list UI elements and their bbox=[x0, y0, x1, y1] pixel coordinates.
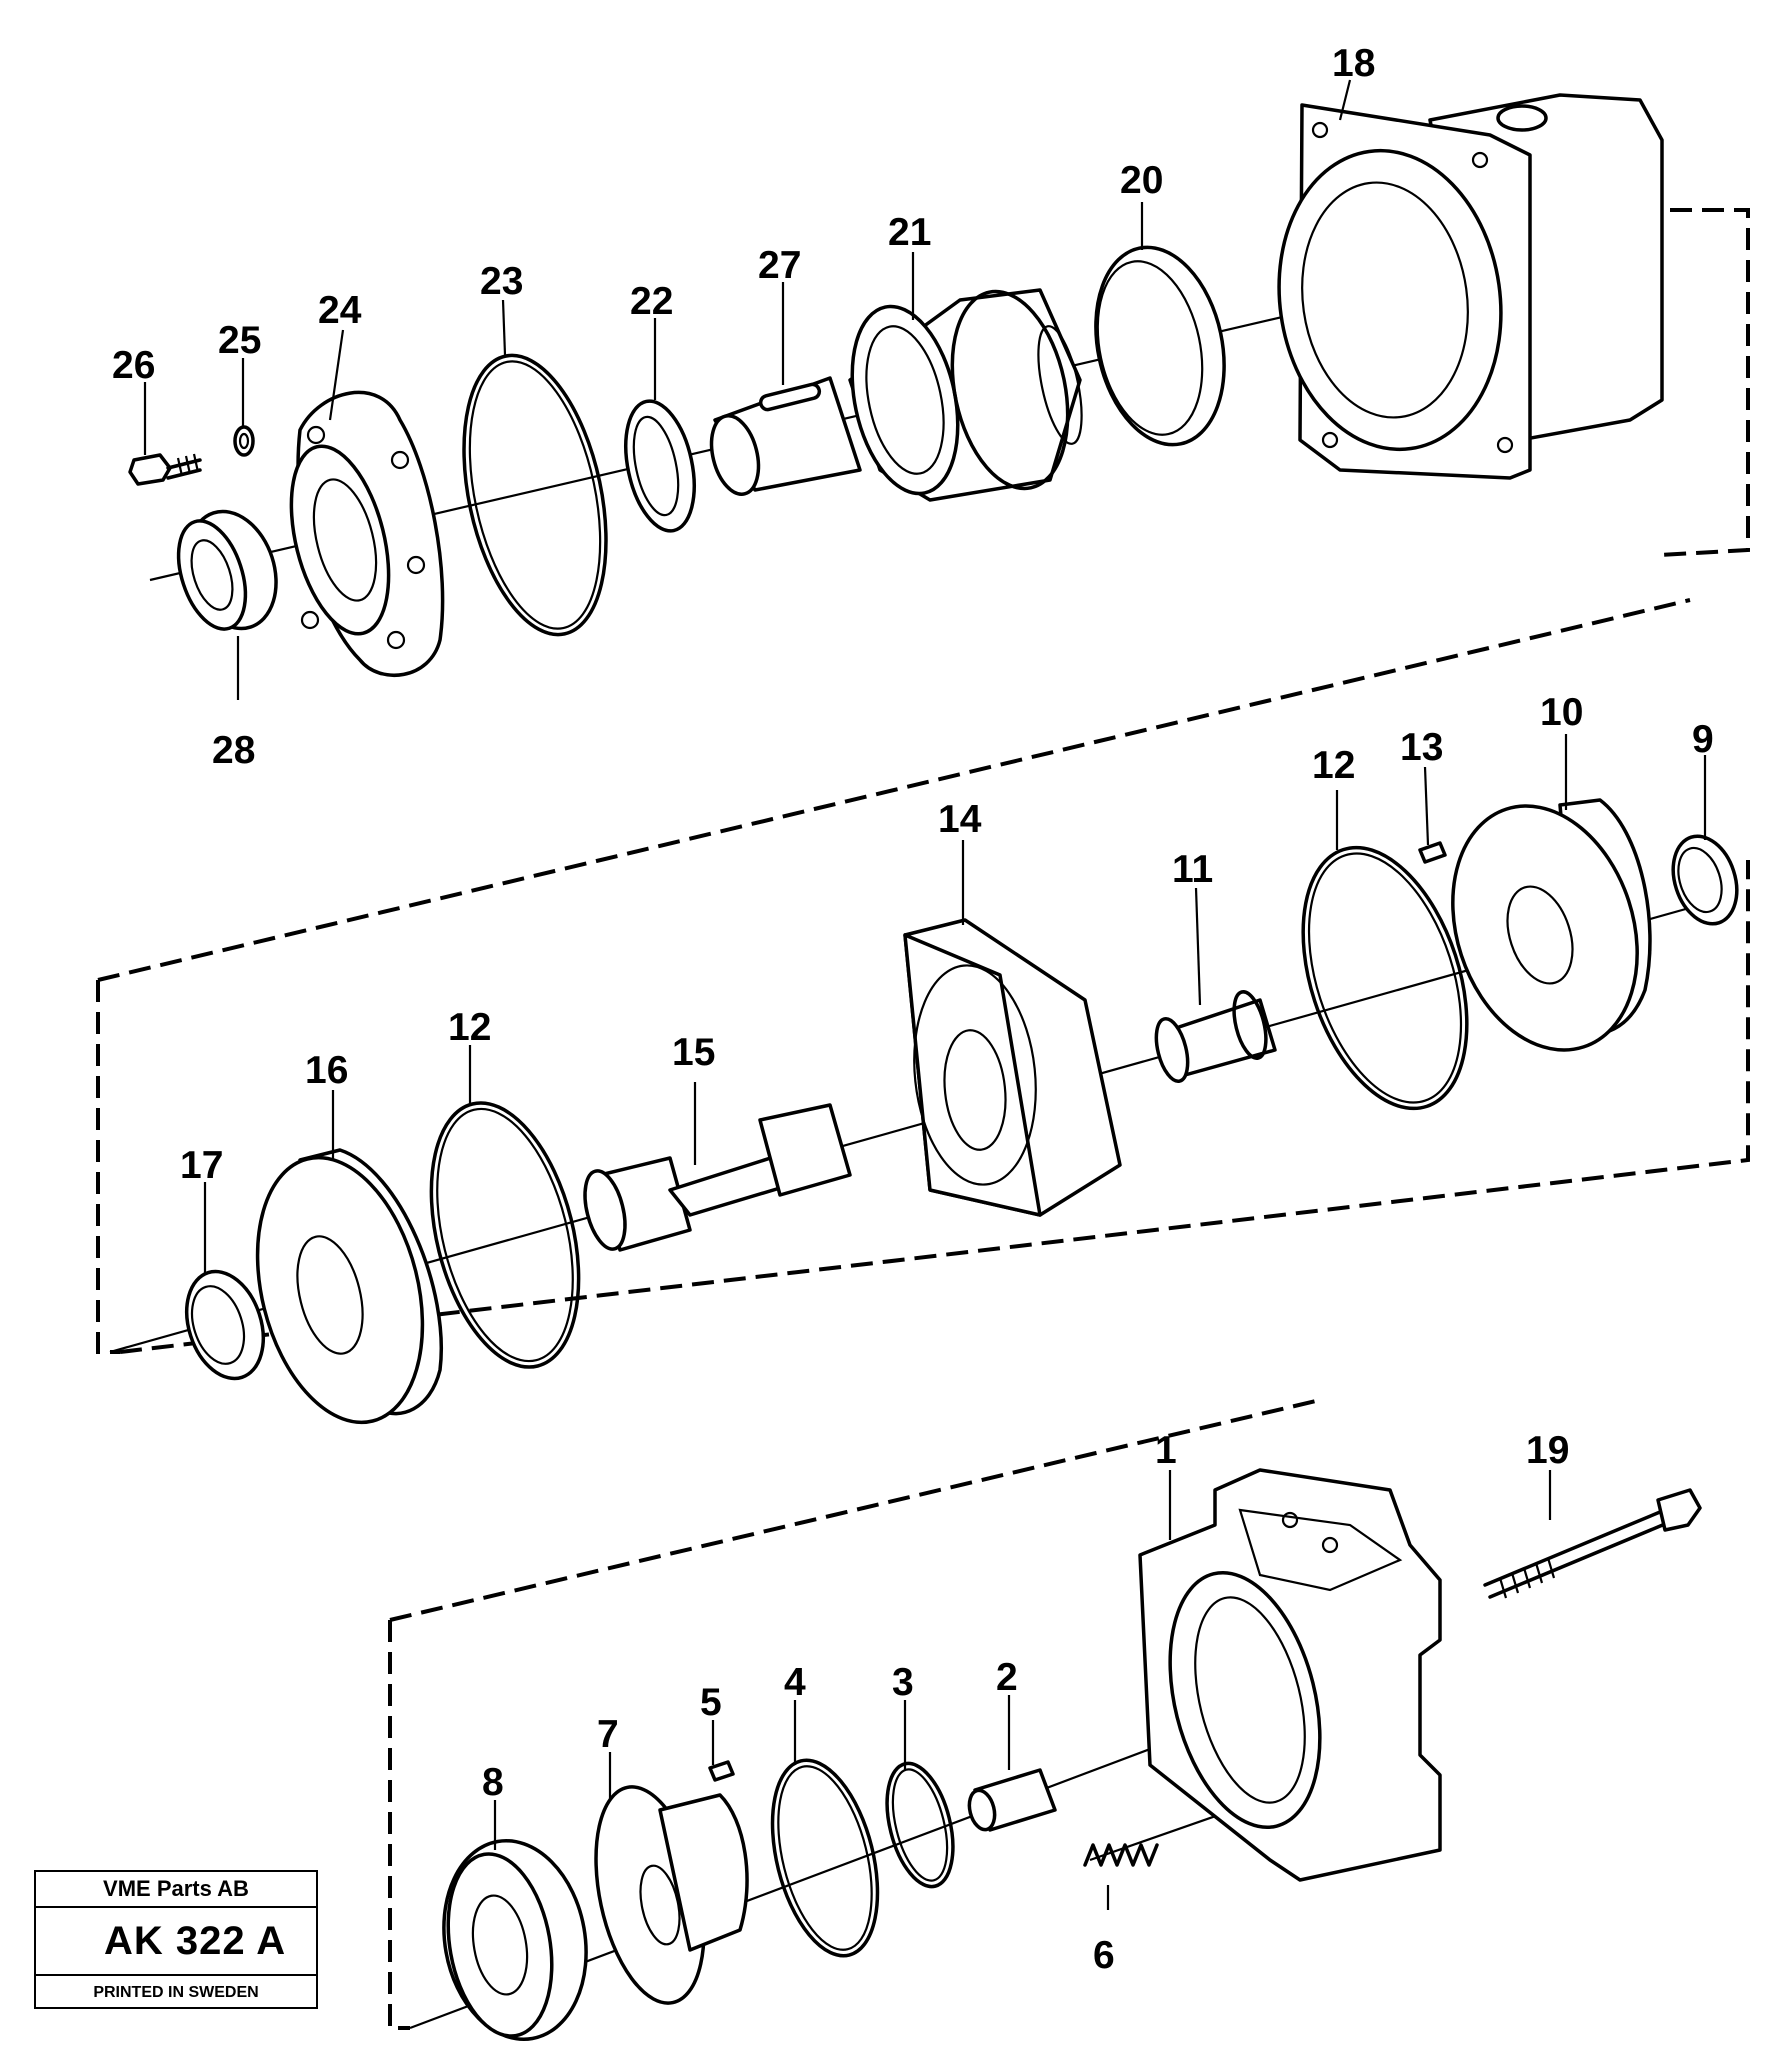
callout-4: 4 bbox=[784, 1661, 806, 1704]
part-24-flange bbox=[289, 390, 445, 678]
callout-24: 24 bbox=[318, 289, 362, 332]
callout-13: 13 bbox=[1400, 726, 1443, 769]
part-18-housing bbox=[1277, 93, 1664, 480]
callout-14: 14 bbox=[938, 798, 982, 841]
part-14-gerotor-block bbox=[903, 918, 1122, 1217]
callout-25: 25 bbox=[218, 319, 261, 362]
part-25-washer bbox=[233, 425, 255, 457]
leader-lines bbox=[143, 79, 1707, 1910]
callout-26: 26 bbox=[112, 344, 155, 387]
callout-10: 10 bbox=[1540, 691, 1583, 734]
part-7-flange bbox=[594, 1785, 749, 2005]
part-4-o-ring bbox=[770, 1758, 880, 1958]
part-28-seal bbox=[176, 509, 278, 631]
callout-27: 27 bbox=[758, 244, 801, 287]
stamp-company: VME Parts AB bbox=[36, 1872, 316, 1908]
part-9-seal bbox=[1671, 834, 1739, 926]
part-20-ring bbox=[1094, 245, 1226, 447]
callout-5: 5 bbox=[700, 1681, 722, 1724]
part-26-bolt bbox=[128, 453, 202, 486]
callout-20: 20 bbox=[1120, 159, 1163, 202]
callout-1: 1 bbox=[1155, 1429, 1177, 1472]
part-8-end-cap bbox=[442, 1839, 588, 2041]
part-27-shaft bbox=[709, 376, 862, 496]
callout-9: 9 bbox=[1692, 718, 1714, 761]
title-stamp: VME Parts AB AK 322 A PRINTED IN SWEDEN bbox=[34, 1870, 318, 2009]
callout-6: 6 bbox=[1093, 1934, 1115, 1977]
callout-11: 11 bbox=[1172, 848, 1213, 891]
callout-22: 22 bbox=[630, 280, 673, 323]
callout-21: 21 bbox=[888, 211, 931, 254]
part-12-o-ring-upper bbox=[1301, 845, 1469, 1111]
part-13-pin bbox=[1418, 841, 1447, 864]
stamp-footer: PRINTED IN SWEDEN bbox=[93, 1984, 259, 2001]
callout-labels: 18 20 21 27 22 23 24 25 26 28 10 9 13 12… bbox=[112, 42, 1714, 1977]
part-21-bearing-shaft bbox=[848, 288, 1083, 502]
callout-12-upper: 12 bbox=[1312, 744, 1355, 787]
callout-7: 7 bbox=[597, 1713, 619, 1756]
part-10-valve-plate bbox=[1451, 798, 1652, 1052]
callout-23: 23 bbox=[480, 260, 523, 303]
callout-19: 19 bbox=[1526, 1429, 1569, 1472]
part-17-seal bbox=[185, 1269, 265, 1381]
callout-2: 2 bbox=[996, 1656, 1018, 1699]
part-11-coupling bbox=[1154, 990, 1277, 1083]
part-5-pin bbox=[708, 1760, 735, 1782]
callout-18: 18 bbox=[1332, 42, 1375, 85]
part-23-o-ring bbox=[462, 353, 608, 637]
callout-3: 3 bbox=[892, 1661, 914, 1704]
callout-8: 8 bbox=[482, 1761, 504, 1804]
part-16-cover bbox=[255, 1148, 443, 1425]
callout-12-lower: 12 bbox=[448, 1006, 491, 1049]
part-22-seal-ring bbox=[624, 399, 696, 533]
part-12-o-ring-lower bbox=[429, 1101, 581, 1369]
part-19-bolt bbox=[1483, 1488, 1702, 1599]
callout-16: 16 bbox=[305, 1049, 348, 1092]
part-3-o-ring bbox=[885, 1761, 955, 1889]
callout-28: 28 bbox=[212, 729, 255, 772]
part-15-spline-shaft bbox=[583, 1103, 852, 1252]
part-2-sleeve bbox=[967, 1768, 1057, 1832]
part-1-valve-housing bbox=[1138, 1468, 1442, 1882]
part-6-spring bbox=[1083, 1843, 1159, 1867]
callout-15: 15 bbox=[672, 1031, 715, 1074]
callout-17: 17 bbox=[180, 1144, 223, 1187]
stamp-code: AK 322 A bbox=[36, 1908, 316, 1976]
